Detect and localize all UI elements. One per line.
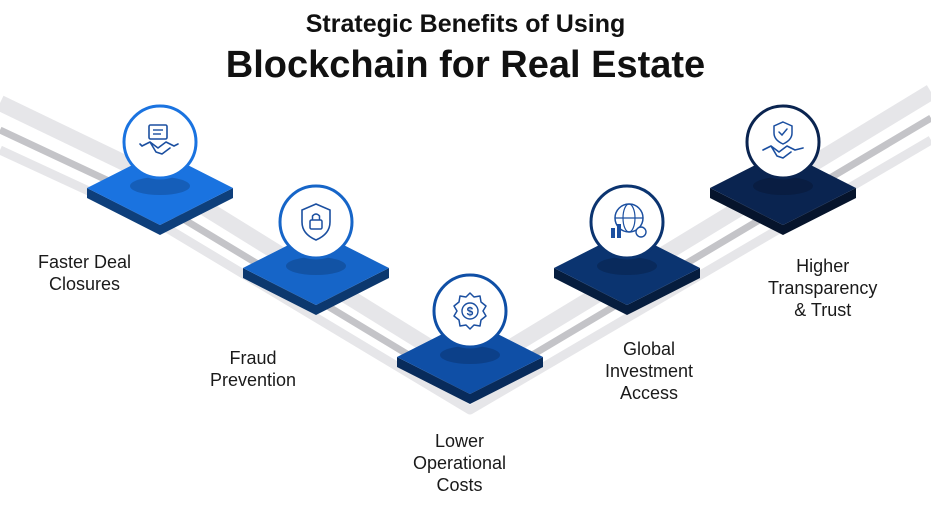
label-lower-operational-costs: Lower Operational Costs bbox=[413, 431, 507, 495]
platform-side bbox=[397, 357, 543, 404]
platform-side bbox=[243, 268, 389, 315]
badge-shadow bbox=[286, 257, 346, 275]
label-global-investment-access: Global Investment Access bbox=[605, 339, 694, 403]
shield-lock-icon bbox=[301, 203, 331, 241]
track-light-lower bbox=[0, 136, 931, 415]
badge-shadow bbox=[753, 177, 813, 195]
platform-side bbox=[554, 268, 700, 315]
title-line-1: Strategic Benefits of Using bbox=[305, 10, 626, 38]
step-higher-transparency-trust bbox=[710, 104, 856, 235]
platform-side bbox=[87, 188, 233, 235]
handshake-document-icon bbox=[139, 124, 179, 155]
globe-chart-icon bbox=[611, 203, 647, 238]
step-fraud-prevention bbox=[243, 184, 389, 315]
shield-handshake-icon bbox=[762, 121, 804, 159]
label-fraud-prevention: Fraud Prevention bbox=[210, 348, 297, 390]
icon-badge bbox=[745, 104, 821, 180]
svg-text:$: $ bbox=[467, 305, 474, 319]
platform-side bbox=[710, 188, 856, 235]
step-global-investment-access bbox=[554, 184, 700, 315]
step-lower-operational-costs: $ bbox=[397, 273, 543, 404]
step-faster-deal-closures bbox=[87, 104, 233, 235]
icon-badge bbox=[278, 184, 354, 260]
badge-shadow bbox=[440, 346, 500, 364]
icon-badge bbox=[432, 273, 508, 349]
gear-dollar-icon: $ bbox=[453, 292, 487, 330]
label-higher-transparency-trust: Higher Transparency & Trust bbox=[768, 256, 878, 320]
label-faster-deal-closures: Faster Deal Closures bbox=[38, 252, 132, 294]
icon-badge bbox=[122, 104, 198, 180]
title-line-2: Blockchain for Real Estate bbox=[225, 44, 706, 86]
icon-badge bbox=[589, 184, 665, 260]
badge-shadow bbox=[130, 177, 190, 195]
badge-shadow bbox=[597, 257, 657, 275]
